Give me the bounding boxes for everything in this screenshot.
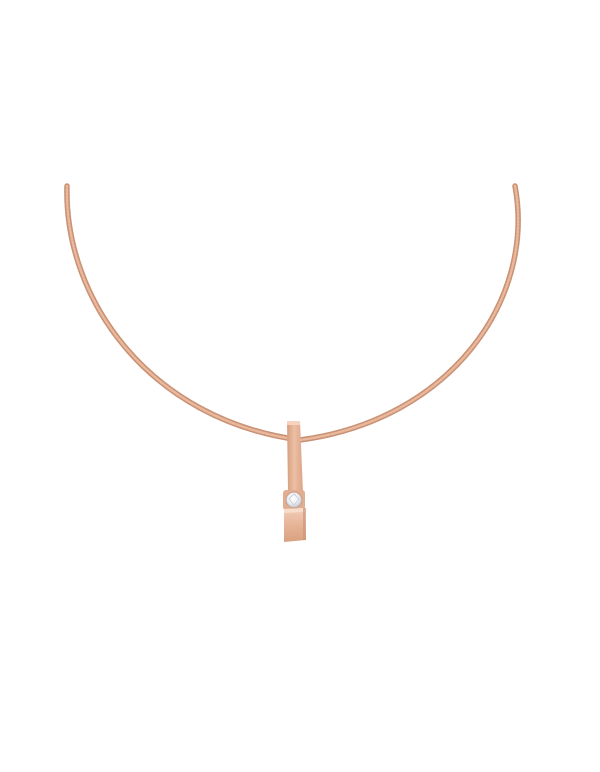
pendant-upper-bar <box>287 421 303 492</box>
diamond-icon <box>285 491 303 509</box>
chain <box>64 183 521 443</box>
pendant <box>283 421 306 542</box>
chain-highlight <box>65 184 520 442</box>
pendant-lower-block <box>284 508 306 542</box>
